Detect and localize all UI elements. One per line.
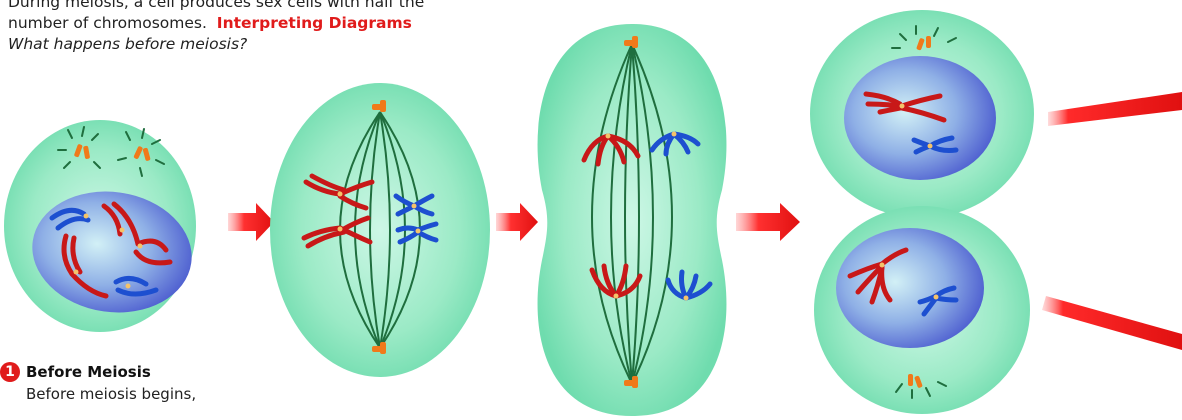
- daughter-cell-bottom: [814, 206, 1030, 414]
- step-title: Before Meiosis: [26, 363, 151, 381]
- arrow-4-upper: [1048, 92, 1182, 126]
- cell-membrane: [270, 83, 490, 377]
- cell-prophase-1: [270, 83, 490, 377]
- arrow-1: [228, 203, 274, 241]
- arrow-2: [496, 203, 538, 241]
- step-number-badge: 1: [0, 362, 20, 382]
- nucleus: [844, 56, 996, 180]
- cell-anaphase-1: [538, 24, 727, 416]
- cell-before-meiosis: [4, 120, 200, 332]
- cell-membrane: [538, 24, 727, 416]
- daughter-cell-top: [810, 10, 1034, 218]
- arrow-3: [736, 203, 800, 241]
- step-text: Before meiosis begins,: [26, 385, 196, 403]
- arrow-4-lower: [1042, 296, 1182, 350]
